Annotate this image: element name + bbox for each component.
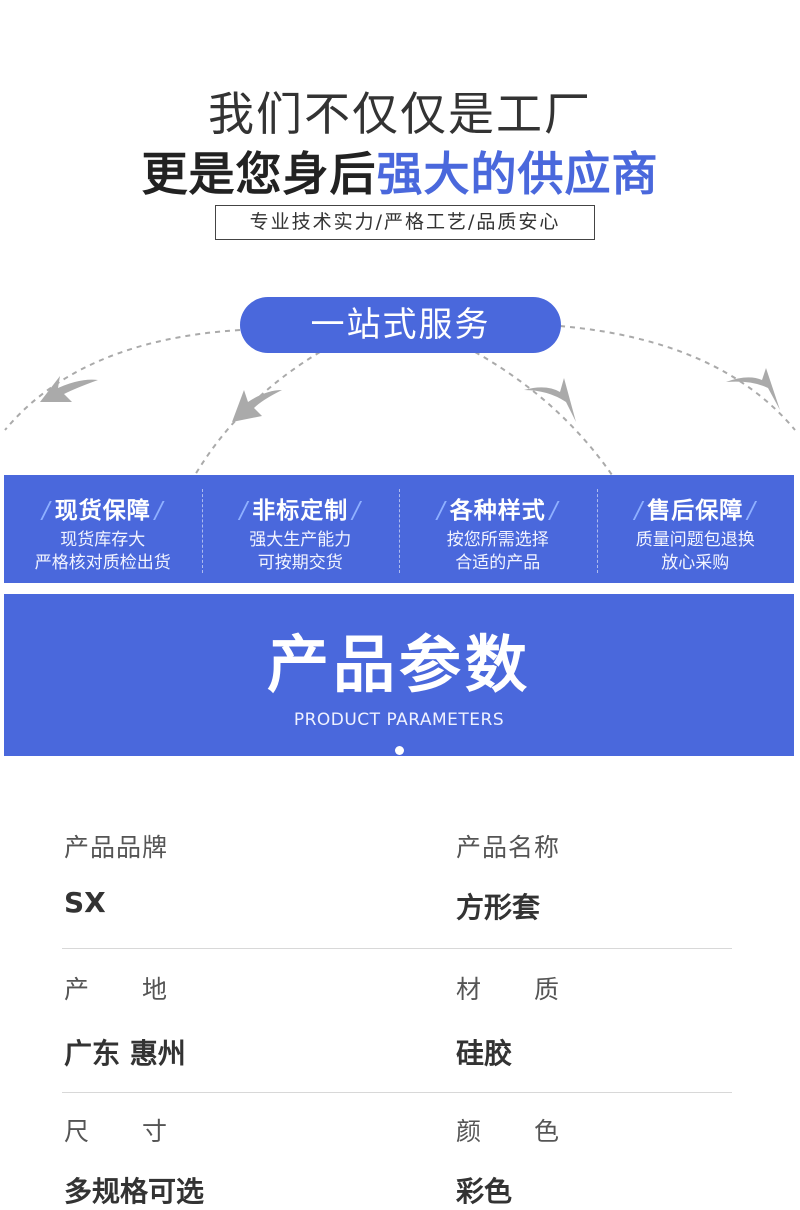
outer-left-arc	[4, 329, 241, 431]
feature-desc-line: 可按期交货	[257, 553, 343, 573]
param-value-origin: 广东 惠州	[64, 1037, 186, 1070]
feature-desc-line: 合适的产品	[455, 553, 541, 573]
param-label-name: 产品名称	[456, 833, 561, 862]
param-value-size: 多规格可选	[64, 1175, 205, 1208]
feature-desc-line: 强大生产能力	[249, 530, 352, 550]
param-value-color: 彩色	[456, 1175, 513, 1208]
feature-title-text: 现货保障	[54, 498, 151, 524]
inner-right-arc	[474, 351, 613, 476]
row-divider	[62, 1092, 732, 1093]
arrow-icon	[40, 376, 98, 402]
feature-title-text: 非标定制	[252, 498, 349, 524]
hero-subheading: 更是您身后强大的供应商	[0, 138, 800, 204]
feature-strip: /现货保障/ 现货库存大 严格核对质检出货 /非标定制/ 强大生产能力 可按期交…	[4, 475, 794, 583]
arrow-icon	[524, 378, 576, 422]
feature-desc-line: 按您所需选择	[446, 530, 549, 550]
tagline: 专业技术实力/严格工艺/品质安心	[215, 205, 595, 240]
arrow-icon	[726, 368, 780, 410]
param-label-size: 尺 寸	[64, 1117, 169, 1146]
params-title: 产品参数	[266, 628, 531, 701]
row-divider	[62, 948, 732, 949]
param-value-brand: SX	[64, 886, 106, 919]
feature-title: /售后保障/	[634, 498, 756, 524]
hero-subheading-accent: 强大的供应商	[376, 147, 659, 201]
feature-title: /各种样式/	[437, 498, 559, 524]
param-label-brand: 产品品牌	[64, 833, 169, 862]
feature-title: /非标定制/	[239, 498, 361, 524]
feature-desc-line: 现货库存大	[60, 530, 146, 550]
feature-title: /现货保障/	[42, 498, 164, 524]
feature-desc-line: 质量问题包退换	[635, 530, 755, 550]
param-value-name: 方形套	[456, 891, 541, 924]
feature-desc-line: 严格核对质检出货	[34, 553, 171, 573]
one-stop-service-badge: 一站式服务	[240, 297, 561, 353]
feature-item: /各种样式/ 按您所需选择 合适的产品	[399, 475, 597, 583]
param-value-material: 硅胶	[456, 1037, 513, 1070]
feature-item: /售后保障/ 质量问题包退换 放心采购	[596, 475, 795, 583]
banner-dot	[394, 746, 404, 755]
params-subtitle: PRODUCT PARAMETERS	[293, 710, 505, 730]
hero-heading: 我们不仅仅是工厂	[208, 87, 592, 141]
feature-desc-line: 放心采购	[661, 553, 730, 573]
feature-item: /现货保障/ 现货库存大 严格核对质检出货	[4, 475, 202, 583]
param-label-origin: 产 地	[64, 975, 169, 1004]
service-arcs-illustration	[4, 325, 796, 476]
product-parameters-banner: 产品参数 PRODUCT PARAMETERS	[4, 594, 794, 756]
param-label-material: 材 质	[456, 975, 561, 1004]
feature-title-text: 售后保障	[647, 498, 744, 524]
outer-right-arc	[559, 325, 796, 431]
param-label-color: 颜 色	[456, 1117, 561, 1146]
hero-subheading-plain: 更是您身后	[141, 147, 377, 201]
arrow-icon	[232, 390, 282, 422]
feature-item: /非标定制/ 强大生产能力 可按期交货	[201, 475, 400, 583]
feature-title-text: 各种样式	[449, 498, 546, 524]
